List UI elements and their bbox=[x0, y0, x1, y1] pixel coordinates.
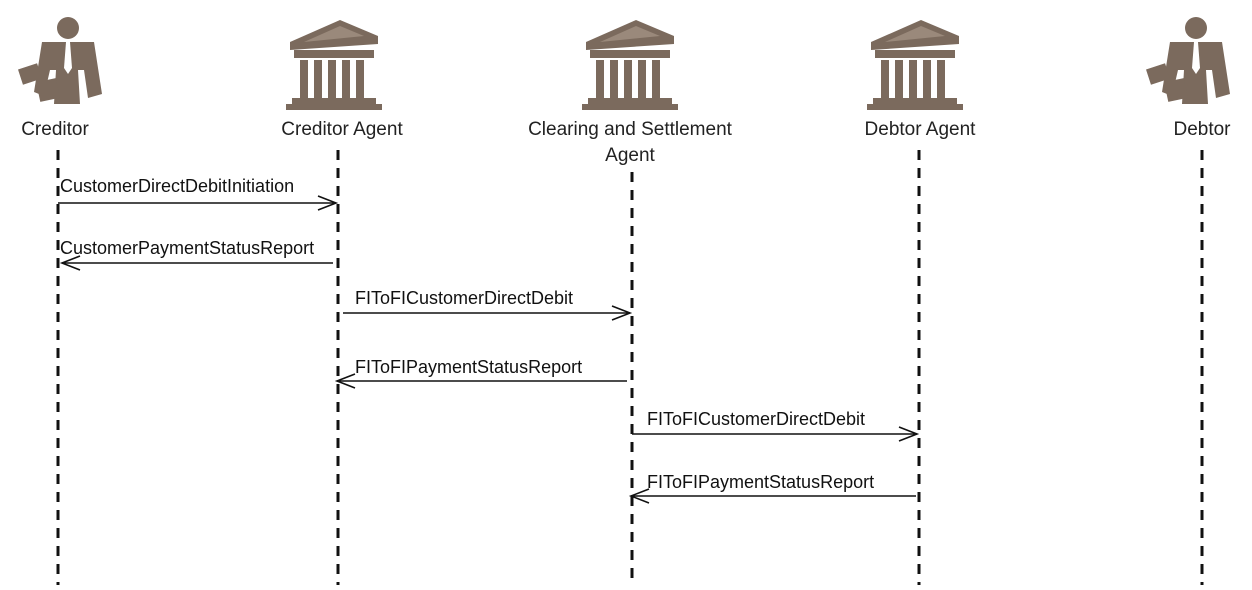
message-customer-payment-status-report: CustomerPaymentStatusReport bbox=[59, 238, 333, 271]
message-label: FIToFICustomerDirectDebit bbox=[355, 288, 573, 308]
message-fitofi-customer-direct-debit-2: FIToFICustomerDirectDebit bbox=[632, 409, 920, 442]
message-fitofi-payment-status-report-2: FIToFIPaymentStatusReport bbox=[628, 472, 916, 504]
arrow-head-icon bbox=[628, 488, 650, 504]
debtor-agent-label: Debtor Agent bbox=[865, 119, 977, 140]
arrow-head-icon bbox=[334, 373, 356, 389]
message-label: CustomerPaymentStatusReport bbox=[60, 238, 314, 258]
arrow-head-icon bbox=[59, 255, 81, 271]
creditor-agent-label: Creditor Agent bbox=[281, 119, 403, 140]
message-customer-direct-debit-initiation: CustomerDirectDebitInitiation bbox=[58, 176, 339, 211]
message-label: FIToFIPaymentStatusReport bbox=[355, 357, 582, 377]
arrow-head-icon bbox=[317, 195, 339, 211]
clearing-agent-label-line1: Clearing and Settlement bbox=[528, 119, 733, 140]
message-label: CustomerDirectDebitInitiation bbox=[60, 176, 294, 196]
message-label: FIToFIPaymentStatusReport bbox=[647, 472, 874, 492]
creditor-person-icon bbox=[18, 17, 102, 104]
arrow-head-icon bbox=[611, 305, 633, 321]
debtor-label: Debtor bbox=[1173, 119, 1231, 140]
clearing-agent-bank-icon bbox=[582, 20, 678, 110]
clearing-agent-label-line2: Agent bbox=[605, 145, 655, 166]
message-fitofi-customer-direct-debit-1: FIToFICustomerDirectDebit bbox=[343, 288, 633, 321]
message-label: FIToFICustomerDirectDebit bbox=[647, 409, 865, 429]
debtor-agent-bank-icon bbox=[867, 20, 963, 110]
debtor-person-icon bbox=[1146, 17, 1230, 104]
creditor-label: Creditor bbox=[21, 119, 89, 140]
message-fitofi-payment-status-report-1: FIToFIPaymentStatusReport bbox=[334, 357, 627, 389]
arrow-head-icon bbox=[898, 426, 920, 442]
creditor-agent-bank-icon bbox=[286, 20, 382, 110]
